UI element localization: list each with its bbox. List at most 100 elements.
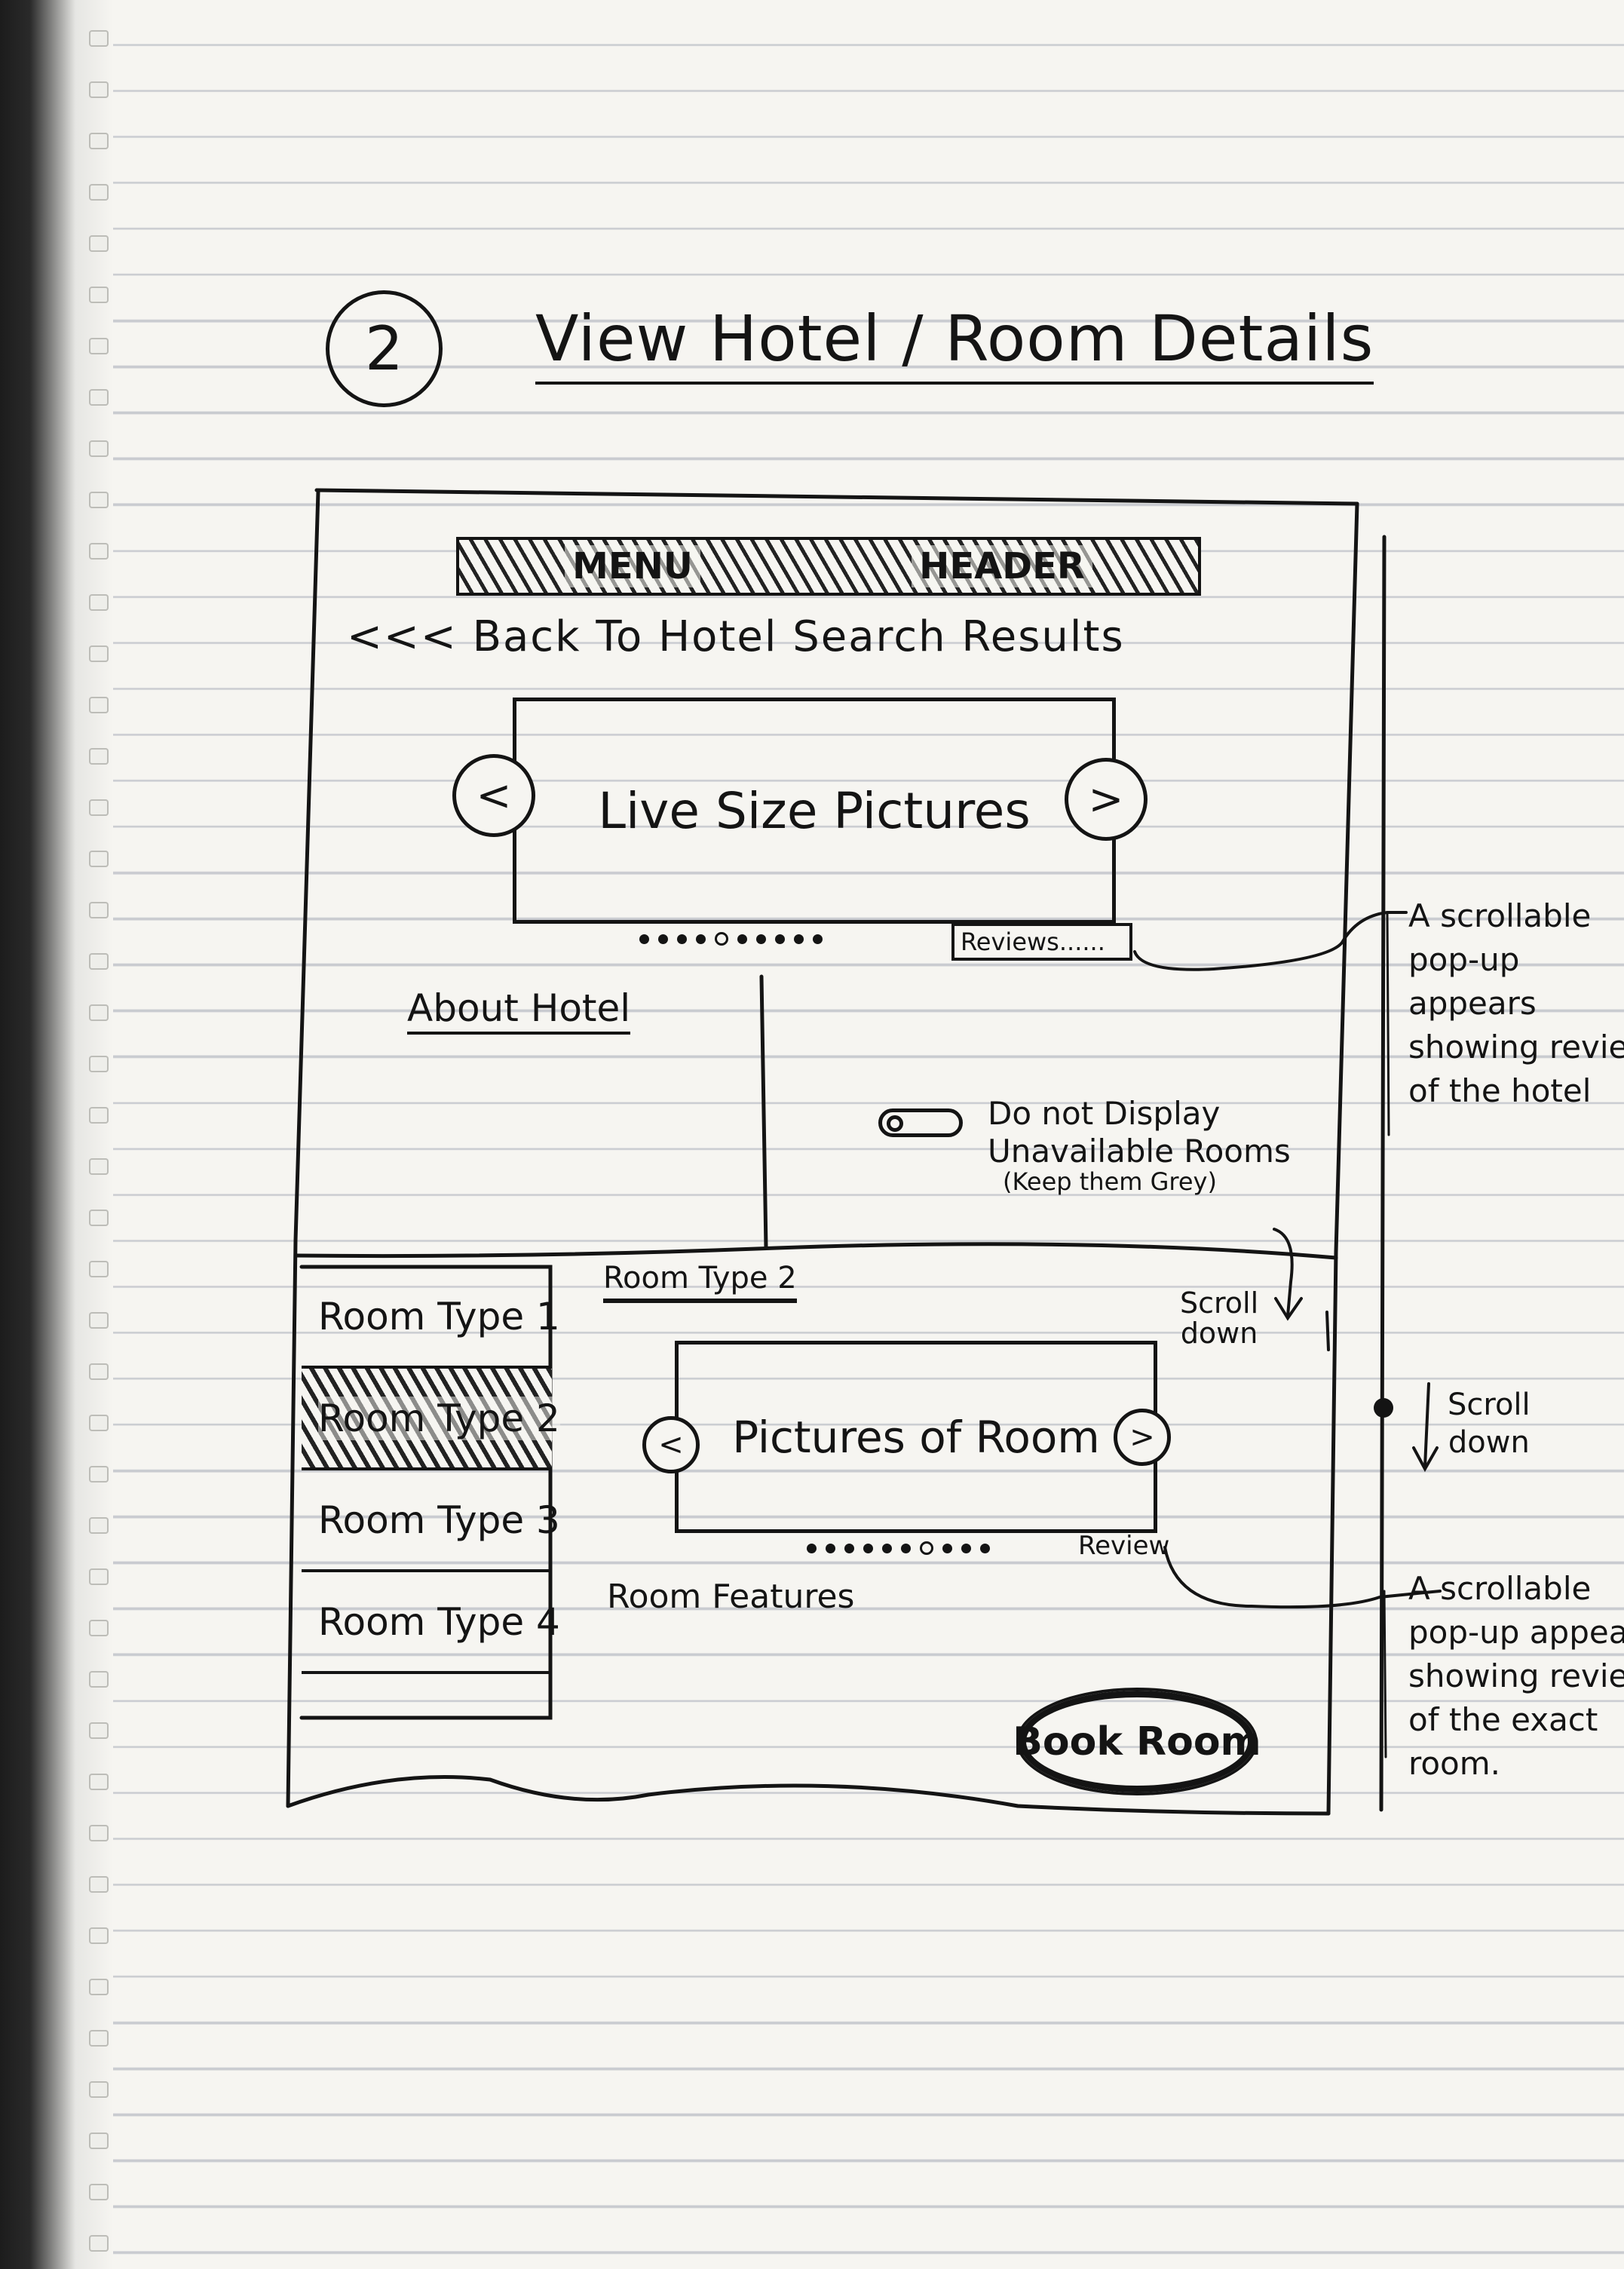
perforation-hole [89,1927,109,1944]
outer-scrollbar-thumb[interactable] [1374,1398,1393,1418]
pagination-dot[interactable] [826,1543,835,1553]
pagination-dot[interactable] [980,1543,990,1553]
room-review-leader [1163,1546,1442,1609]
pagination-dot[interactable] [639,934,649,944]
perforation-hole [89,1363,109,1380]
toggle-label: Do not Display Unavailable Rooms [988,1095,1291,1170]
pagination-dot[interactable] [807,1543,817,1553]
perforation-hole [89,184,109,201]
inner-scroll-mark [1325,1311,1330,1351]
hotel-review-leader [1133,911,1408,971]
pagination-dot[interactable] [920,1541,933,1555]
perforation-hole [89,1415,109,1431]
chevron-left-icon: < [476,771,512,820]
unavailable-rooms-toggle[interactable] [878,1108,963,1137]
perforation-hole [89,1825,109,1841]
pagination-dot[interactable] [942,1543,952,1553]
pagination-dot[interactable] [775,934,785,944]
perforation-hole [89,1466,109,1483]
perforation-hole [89,1056,109,1072]
room-type-item[interactable]: Room Type 4 [302,1572,560,1674]
room-gallery-pagination-dots[interactable] [807,1541,990,1555]
gallery-label: Live Size Pictures [598,781,1031,840]
perforation-hole [89,235,109,252]
pagination-dot[interactable] [844,1543,854,1553]
room-gallery-prev-button[interactable]: < [642,1416,700,1473]
room-type-item[interactable]: Room Type 1 [302,1267,560,1369]
step-number-badge: 2 [326,290,443,407]
pagination-dot[interactable] [961,1543,971,1553]
perforation-hole [89,902,109,918]
pagination-dot[interactable] [756,934,766,944]
room-gallery-label: Pictures of Room [732,1411,1100,1463]
menu-header-bar[interactable]: MENU HEADER [456,537,1201,596]
hotel-picture-gallery[interactable]: Live Size Pictures [513,698,1116,924]
room-type-item[interactable]: Room Type 3 [302,1470,560,1572]
outer-scroll-arrowhead [1412,1446,1439,1473]
room-gallery-next-button[interactable]: > [1114,1409,1171,1466]
perforation-hole [89,1158,109,1175]
perforation-hole [89,594,109,611]
book-room-button[interactable]: Book Room [1013,1691,1261,1792]
perforation-hole [89,748,109,765]
perforation-hole [89,440,109,457]
room-annotation-bracket [1383,1590,1387,1758]
perforation-hole [89,2030,109,2047]
room-review-button[interactable]: Review [1078,1531,1170,1561]
room-list-outline [299,1265,553,1720]
outer-scroll-hint: Scroll down [1448,1387,1531,1460]
pagination-dot[interactable] [794,934,804,944]
perforation-hole [89,2133,109,2149]
about-hotel-heading: About Hotel [407,986,631,1035]
perforation-hole [89,1210,109,1226]
frame-bottom-wave [286,1775,1331,1816]
room-type-item[interactable]: Room Type 2 [302,1369,560,1470]
perforation-hole [89,1568,109,1585]
gallery-next-button[interactable]: > [1065,758,1148,841]
perforation-hole [89,543,109,560]
section-divider [293,1242,1338,1260]
menu-label[interactable]: MENU [565,545,700,587]
room-picture-gallery[interactable]: Pictures of Room [675,1341,1157,1533]
chevron-right-icon: > [1088,774,1124,824]
hotel-reviews-button[interactable]: Reviews...... [951,923,1132,961]
perforation-hole [89,1722,109,1739]
pagination-dot[interactable] [863,1543,873,1553]
perforation-hole [89,133,109,149]
pagination-dot[interactable] [737,934,747,944]
hotel-reviews-annotation: A scrollable pop-up appears showing revi… [1408,897,1624,1109]
perforation-hole [89,1261,109,1277]
toggle-knob [887,1115,903,1132]
perforation-hole [89,1774,109,1790]
perforation-hole [89,2235,109,2252]
perforation-hole [89,1312,109,1329]
gallery-pagination-dots[interactable] [639,932,823,946]
frame-top-line [314,488,1359,506]
frame-left-line [286,489,320,1808]
perforation-hole [89,2081,109,2098]
pagination-dot[interactable] [813,934,823,944]
pagination-dot[interactable] [715,932,728,946]
info-column-divider [759,974,768,1250]
perforation-hole [89,953,109,970]
pagination-dot[interactable] [901,1543,911,1553]
gallery-prev-button[interactable]: < [452,754,535,837]
page-title: View Hotel / Room Details [535,302,1374,385]
perforation-hole [89,1620,109,1636]
perforation-hole [89,287,109,303]
pagination-dot[interactable] [882,1543,892,1553]
perforation-hole [89,1671,109,1688]
toggle-note: (Keep them Grey) [1003,1167,1217,1196]
perforation-hole [89,492,109,508]
pagination-dot[interactable] [658,934,668,944]
back-to-results-link[interactable]: <<< Back To Hotel Search Results [347,612,1125,661]
perforation-hole [89,338,109,354]
pagination-dot[interactable] [696,934,706,944]
perforation-hole [89,1004,109,1021]
inner-scroll-arrow [1273,1228,1294,1317]
perforation-hole [89,645,109,662]
perforation-hole [89,30,109,47]
room-features-heading: Room Features [607,1578,855,1616]
chevron-left-icon: < [658,1427,684,1462]
pagination-dot[interactable] [677,934,687,944]
